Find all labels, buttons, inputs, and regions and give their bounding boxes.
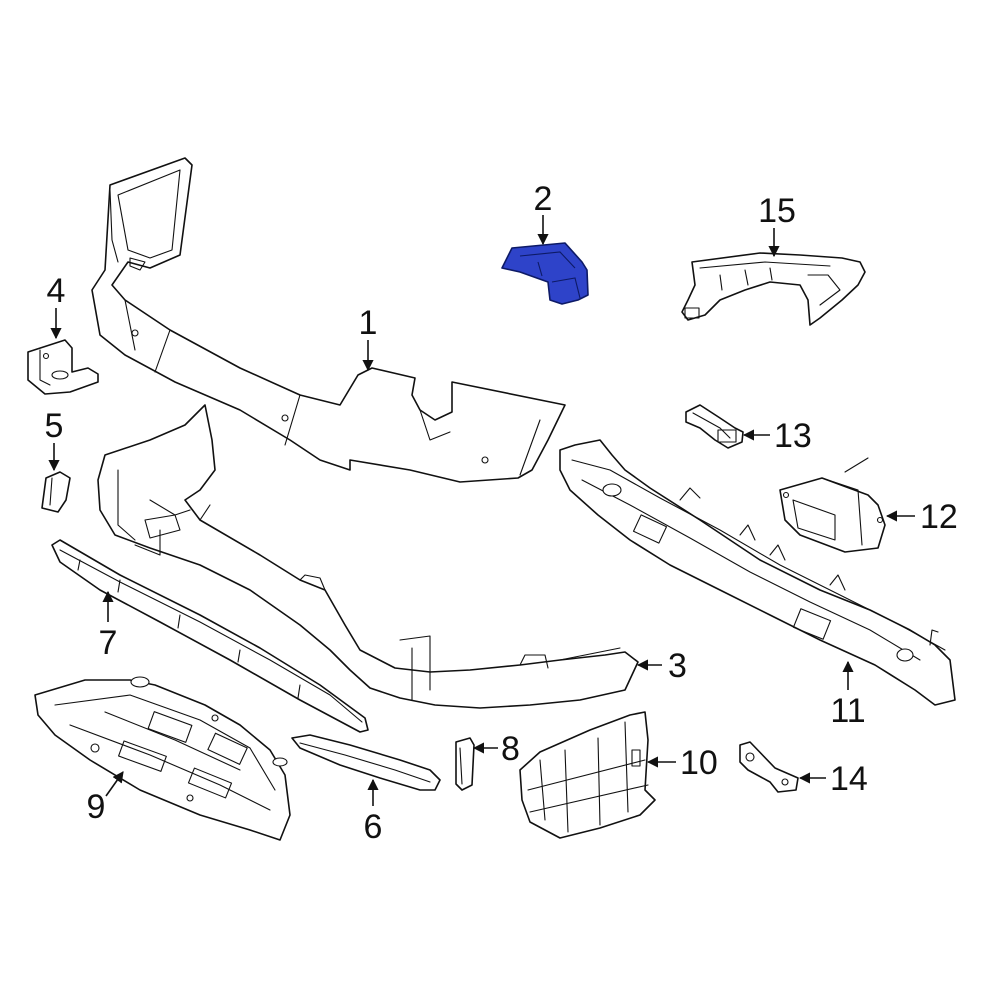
callout-8: 8: [472, 730, 520, 768]
callout-1: 1: [359, 304, 378, 372]
part-9-under-shield[interactable]: [34, 676, 291, 841]
callout-15: 15: [758, 192, 796, 258]
part-6-trim-strip[interactable]: [291, 734, 441, 791]
part-7-lower-strip[interactable]: [51, 539, 369, 733]
callout-number: 1: [359, 304, 378, 342]
part-15-side-bracket[interactable]: [681, 252, 866, 326]
callout-number: 2: [534, 180, 553, 218]
callout-number: 7: [99, 624, 118, 662]
callout-number: 9: [87, 788, 106, 826]
part-14-bracket[interactable]: [739, 741, 799, 793]
callout-3: 3: [636, 647, 687, 685]
callout-6: 6: [364, 778, 383, 846]
callout-14: 14: [798, 760, 868, 798]
callout-number: 8: [501, 730, 520, 768]
callout-number: 3: [668, 647, 687, 685]
callout-10: 10: [646, 744, 718, 782]
part-2-bracket-highlighted[interactable]: [501, 242, 589, 305]
callout-number: 6: [364, 808, 383, 846]
callout-12: 12: [885, 498, 958, 536]
callout-9: 9: [87, 771, 124, 826]
part-3-lower-bumper[interactable]: [97, 404, 639, 709]
callout-number: 13: [774, 417, 812, 455]
part-11-reinforcement[interactable]: [559, 439, 956, 706]
callout-number: 14: [830, 760, 868, 798]
callout-4: 4: [47, 272, 66, 340]
part-1-bumper-cover[interactable]: [91, 157, 566, 483]
callout-11: 11: [830, 660, 866, 730]
callout-number: 15: [758, 192, 796, 230]
part-5-cover[interactable]: [41, 471, 71, 513]
callout-number: 12: [920, 498, 958, 536]
callout-number: 10: [680, 744, 718, 782]
callout-number: 4: [47, 272, 66, 310]
callout-7: 7: [99, 590, 118, 662]
callout-5: 5: [45, 407, 64, 472]
callout-number: 5: [45, 407, 64, 445]
part-10-side-shield[interactable]: [519, 711, 656, 839]
callout-13: 13: [742, 417, 812, 455]
part-13-connector[interactable]: [685, 404, 744, 449]
part-8-clip[interactable]: [455, 737, 475, 791]
callout-2: 2: [534, 180, 553, 246]
callout-number: 11: [830, 692, 865, 730]
part-4-bracket[interactable]: [27, 339, 99, 395]
part-12-sensor-housing[interactable]: [779, 457, 886, 553]
